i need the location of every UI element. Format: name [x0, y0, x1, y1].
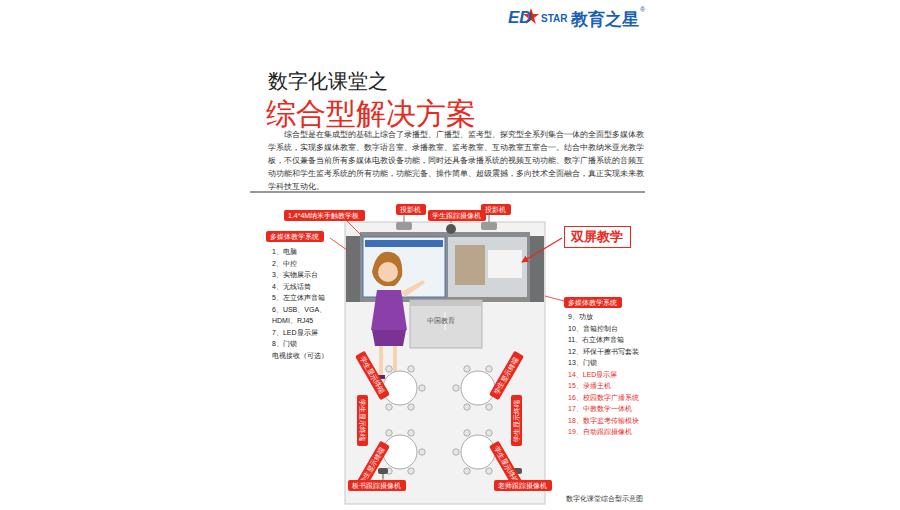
list-item: 3、实物展示台 [272, 269, 334, 281]
callout-label: 学生显示终端 [513, 400, 520, 442]
chair [408, 468, 414, 474]
chair [453, 449, 459, 455]
mount [489, 215, 490, 222]
list-item: 9、功放 [568, 311, 668, 323]
callout-box: 学生显示终端 [355, 350, 390, 400]
room-outline [345, 222, 545, 504]
callout-box: 老师跟踪摄像机 [494, 480, 552, 491]
list-item: 7、LED显示屏 [272, 327, 334, 339]
page-subtitle: 综合型解决方案 [266, 94, 476, 135]
speaker-left [346, 236, 361, 302]
list-item: 4、无线话筒 [272, 281, 334, 293]
chair [486, 468, 492, 474]
chair [464, 430, 470, 436]
left-screen [363, 237, 445, 297]
list-item: 6、USB、VGA、HDMI、RJ45 [272, 304, 334, 327]
camera [378, 468, 522, 478]
right-screen [448, 237, 527, 297]
callout-box: 多媒体教学系统 [266, 231, 324, 242]
list-item: 17、中教数学一体机 [568, 403, 668, 415]
callout-label: 多媒体教学系统 [270, 233, 319, 240]
list-item: 12、环保干擦书写套装 [568, 346, 668, 358]
equipment-list: 1、电脑2、中控3、实物展示台4、无线话筒5、左立体声音箱6、USB、VGA、H… [272, 246, 334, 361]
logo-text: ® [640, 6, 645, 13]
callout-label: 学生跟踪摄像机 [432, 212, 481, 219]
page-title: 数字化课堂之 [268, 68, 388, 95]
chair [486, 430, 492, 436]
chair [386, 404, 392, 410]
list-item: 18、数字监考传输模块 [568, 415, 668, 427]
callout-label: 老师跟踪摄像机 [498, 482, 547, 489]
list-item: 电视接收（可选） [272, 350, 334, 362]
chair [419, 449, 425, 455]
chair [408, 430, 414, 436]
chair [464, 468, 470, 474]
feature-callout: 双屏教学 [564, 226, 631, 248]
callout-label: 学生显示终端 [359, 355, 386, 395]
callout-label: 学生显示终端 [493, 355, 520, 395]
logo-text: ED [508, 8, 532, 28]
list-item: 19、自动跟踪摄像机 [568, 426, 668, 438]
chair [486, 366, 492, 372]
callout-label: 投影机 [400, 206, 421, 213]
chairs [375, 366, 503, 475]
round-tables [383, 371, 495, 469]
projector [481, 222, 497, 230]
chair [464, 366, 470, 372]
callout-box: 投影机 [396, 204, 426, 215]
chair [464, 404, 470, 410]
callout-box: 1.4*4M纳米手触教学板 [284, 210, 365, 221]
callout-label: 板书跟踪摄像机 [352, 482, 401, 489]
callout-label: 双屏教学 [571, 229, 623, 244]
intro-paragraph: 综合型是在集成型的基础上综合了录播型、广播型、监考型、探究型全系列集合一体的全面… [268, 128, 644, 193]
chair [386, 430, 392, 436]
list-item: 11、右立体声音箱 [568, 334, 668, 346]
callout-box: 板书跟踪摄像机 [348, 480, 406, 491]
screen-picture [455, 245, 485, 285]
callout-box: 多媒体教学系统 [564, 297, 622, 308]
logo-text: STAR [541, 13, 567, 24]
list-item: 10、音箱控制台 [568, 323, 668, 335]
callout-label: 多媒体教学系统 [568, 299, 617, 306]
chair [419, 385, 425, 391]
list-item: 2、中控 [272, 258, 334, 270]
list-item: 14、LED显示屏 [568, 369, 668, 381]
list-item: 15、录播主机 [568, 380, 668, 392]
screen-picture [488, 250, 522, 278]
podium-text: 中国教育 [427, 316, 455, 326]
callout-label: 投影机 [485, 206, 506, 213]
list-item: 13、门锁 [568, 357, 668, 369]
callout-box: 学生跟踪摄像机 [428, 210, 486, 221]
callout-label: 1.4*4M纳米手触教学板 [288, 212, 359, 219]
logo-text: 教育之星 [571, 8, 639, 31]
chair [386, 366, 392, 372]
callout-box: 学生显示终端 [511, 395, 522, 446]
screen-bar [365, 240, 443, 247]
callout-label: 学生显示终端 [359, 399, 366, 441]
leader-lines [330, 213, 564, 480]
list-item: 1、电脑 [272, 246, 334, 258]
podium [410, 300, 482, 348]
mount [404, 215, 405, 222]
callout-box: 学生显示终端 [489, 350, 524, 400]
figure-caption: 数字化课堂综合型示意图 [566, 494, 643, 504]
speaker-right [529, 236, 544, 302]
chair [486, 404, 492, 410]
chair [453, 385, 459, 391]
chair [408, 366, 414, 372]
rule-line [250, 192, 645, 193]
chair [408, 404, 414, 410]
list-item: 8、门锁 [272, 338, 334, 350]
list-item: 5、左立体声音箱 [272, 292, 334, 304]
callout-box: 投影机 [481, 204, 511, 215]
projector [396, 222, 412, 230]
list-item: 16、校园数字广播系统 [568, 392, 668, 404]
equipment-list: 9、功放10、音箱控制台11、右立体声音箱12、环保干擦书写套装13、门锁14、… [568, 311, 668, 438]
camera [446, 224, 456, 234]
podium-top [410, 300, 482, 306]
pointer-arrow [522, 238, 562, 262]
callout-label: 学生显示终端 [493, 445, 520, 485]
callout-box: 学生显示终端 [357, 395, 368, 446]
